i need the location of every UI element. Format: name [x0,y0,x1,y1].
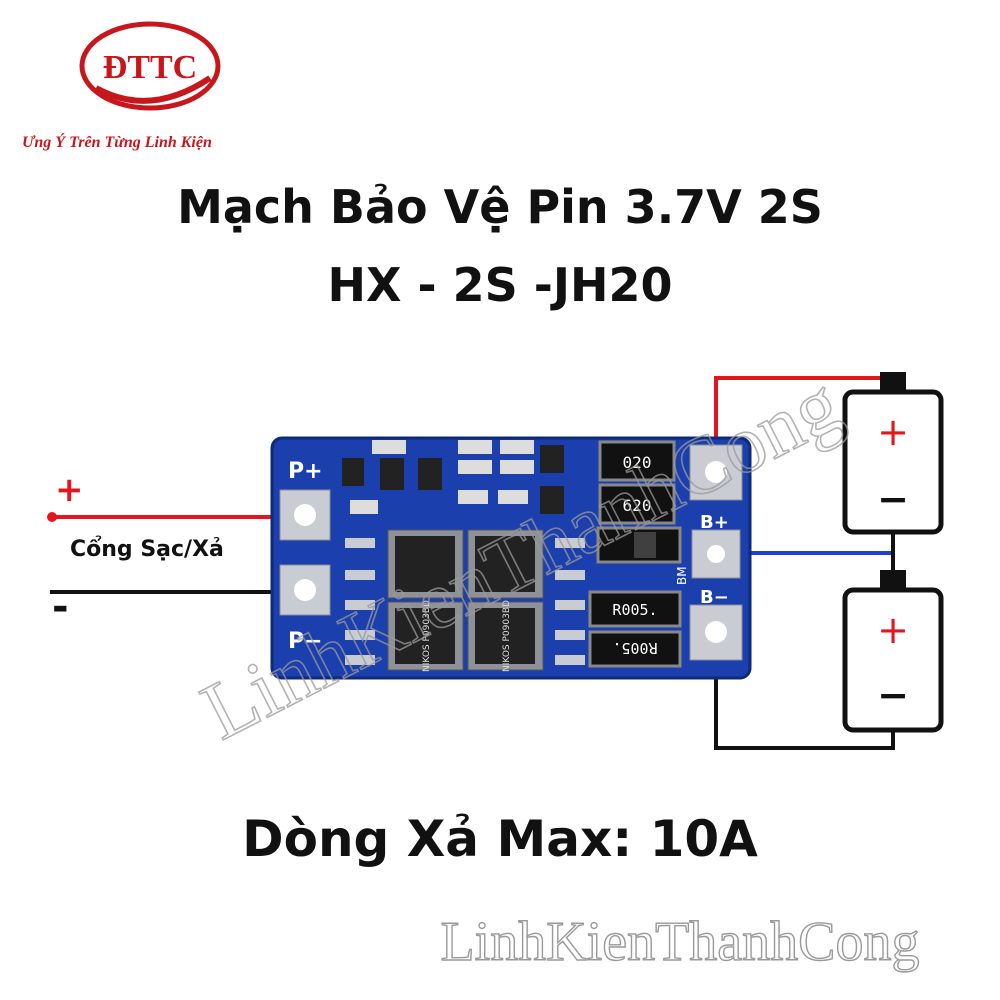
resistor-4-label: R005. [612,639,657,657]
title-line-2: HX - 2S -JH20 [327,258,673,312]
black-wire-right [714,640,895,750]
battery-bottom-plus: + [877,608,909,652]
port-plus-sign: + [55,470,84,510]
battery-top-plus: + [877,410,909,454]
resistor-1-label: 020 [623,453,652,472]
resistor-2-label: 620 [623,496,652,515]
red-wire-end [47,512,57,522]
slogan: Ưng Ý Trên Từng Linh Kiện [22,134,212,151]
red-wire-right [714,376,893,465]
label-p-plus: P+ [288,459,323,484]
bottom-watermark: LinhKienThanhCong [440,910,920,973]
pad-p-minus [279,564,331,616]
mosfets: NIKOS P0903BD NIKOS P0903BD [345,529,585,672]
port-label: Cổng Sạc/Xả [70,537,224,562]
battery-bottom-minus: − [877,673,909,717]
pcb-board: P+ P− B+ B− BM 020 620 R005. R005. [270,436,752,680]
battery-bottom: + − [842,570,944,733]
title-line-1: Mạch Bảo Vệ Pin 3.7V 2S [177,180,823,234]
watermark-bottom-text: LinhKienThanhCong [440,911,919,973]
mosfet-2-label: NIKOS P0903BD [502,600,512,672]
battery-top-minus: − [877,477,909,521]
label-b-minus: B− [700,587,729,608]
diagonal-watermark: LinhKienThanhCong [187,357,855,758]
discharge-spec: Dòng Xả Max: 10A [242,810,758,868]
brand-logo: ĐTTC [79,21,221,111]
battery-top: + − [842,372,944,535]
port-minus-sign: - [52,584,69,630]
logo-text: ĐTTC [103,49,197,86]
watermark-diagonal-text: LinhKienThanhCong [188,357,854,757]
label-b-plus: B+ [700,512,729,533]
resistor-3-label: R005. [612,601,657,619]
wiring-diagram: P+ P− B+ B− BM 020 620 R005. R005. [47,372,944,750]
label-bm: BM [675,566,689,585]
label-p-minus: P− [288,629,323,654]
mosfet-1-label: NIKOS P0903BD [422,600,432,672]
